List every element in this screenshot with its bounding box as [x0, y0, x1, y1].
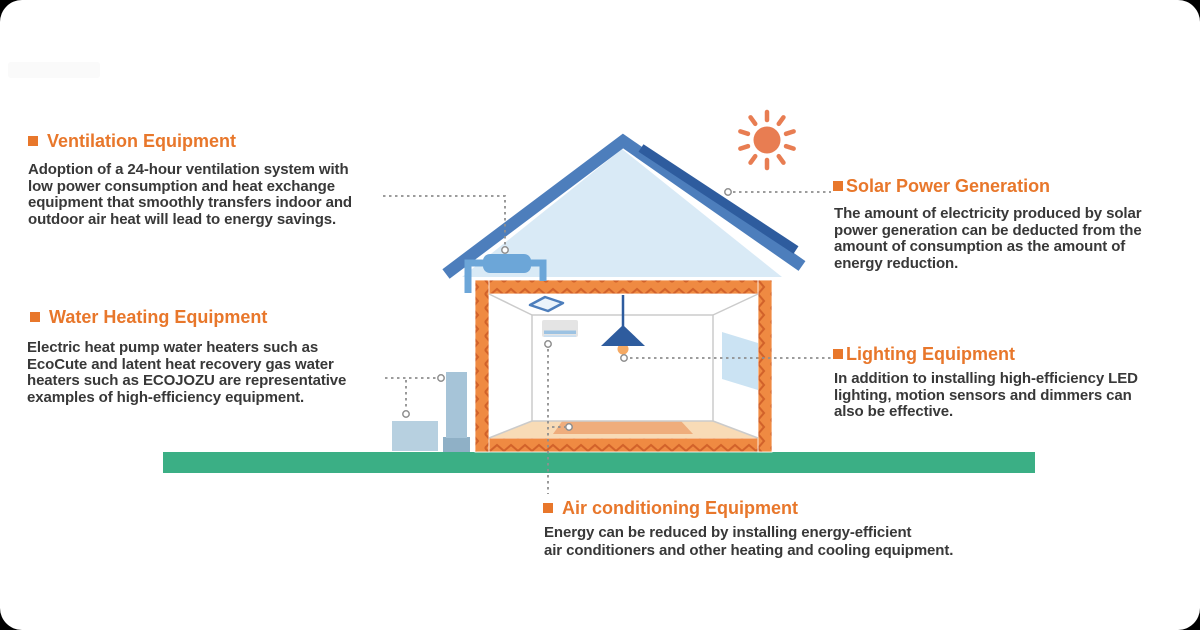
sun-ray [776, 115, 786, 127]
connector-dot [402, 410, 410, 418]
solar-title: Solar Power Generation [846, 176, 1051, 196]
window [722, 332, 758, 390]
air-conditioner [542, 320, 578, 337]
sun-rays [738, 109, 796, 171]
perspective-line [488, 293, 533, 316]
watermark [8, 62, 100, 78]
sun-disc [753, 126, 781, 154]
connector-dot [501, 246, 509, 254]
frame-floor [474, 437, 773, 453]
ventilation-title: Ventilation Equipment [47, 131, 237, 151]
sun-icon [738, 109, 796, 171]
solar-panel [638, 144, 799, 254]
ac-stripe-thin [544, 335, 576, 337]
solar-heading: Solar Power Generation [833, 176, 1050, 196]
water-tank [446, 372, 467, 438]
air-conditioning-heading: Air conditioning Equipment [543, 498, 798, 518]
connector-dot [437, 374, 445, 382]
water-heating-description: Electric heat pump water heaters such as… [27, 339, 347, 406]
connector-dot [565, 423, 573, 431]
perspective-line [488, 420, 533, 439]
ceiling-vent-icon [528, 295, 565, 313]
frame-ceiling [474, 279, 773, 295]
air-conditioning-title: Air conditioning Equipment [562, 498, 798, 518]
sun-ray [776, 153, 786, 165]
connector-endpoints [402, 188, 732, 431]
frame-wall-right [757, 279, 773, 453]
connector-dot [544, 340, 552, 348]
perspective-line [712, 420, 759, 439]
attic-fill [462, 149, 782, 277]
square-bullet-icon [833, 349, 843, 359]
ac-body [542, 320, 578, 337]
square-bullet-icon [543, 503, 553, 513]
water-tank-base [443, 437, 470, 452]
ventilation-unit [464, 254, 547, 293]
vent-unit-body [483, 254, 531, 273]
frame-wall-left [474, 279, 490, 453]
sun-ray [783, 143, 796, 151]
sun-ray [738, 143, 751, 151]
water-heating-heading: Water Heating Equipment [30, 307, 267, 327]
air-conditioning-description: Energy can be reduced by installing ener… [544, 524, 954, 559]
sun-ray [738, 129, 751, 137]
connector-dot [620, 354, 628, 362]
lamp-bulb [617, 343, 629, 355]
ventilation-heading: Ventilation Equipment [28, 131, 236, 151]
vent-pipe-left [464, 259, 484, 293]
connector-lines [383, 191, 831, 494]
square-bullet-icon [28, 136, 38, 146]
lighting-description: In addition to installing high-efficienc… [834, 370, 1138, 420]
ac-stripe [544, 330, 576, 334]
sun-ray [748, 115, 758, 127]
connector-ventilation [383, 195, 506, 246]
heat-pump-unit [392, 421, 438, 451]
floor-rug [553, 420, 693, 434]
lighting-heading: Lighting Equipment [833, 344, 1015, 364]
water-heater-units [392, 372, 470, 452]
pendant-lamp [601, 295, 645, 355]
sun-ray [783, 129, 796, 137]
vent-pipe-right [530, 259, 547, 281]
lamp-shade [601, 325, 645, 346]
ventilation-description: Adoption of a 24-hour ventilation system… [28, 161, 352, 228]
square-bullet-icon [30, 312, 40, 322]
perspective-line [712, 293, 759, 316]
roof-outline [442, 133, 806, 279]
ground-bar [163, 452, 1035, 473]
solar-description: The amount of electricity produced by so… [834, 205, 1142, 272]
connector-dot [724, 188, 732, 196]
sun-ray [748, 153, 758, 165]
lighting-title: Lighting Equipment [846, 344, 1015, 364]
room-interior [488, 293, 759, 439]
water-heating-title: Water Heating Equipment [49, 307, 268, 327]
square-bullet-icon [833, 181, 843, 191]
